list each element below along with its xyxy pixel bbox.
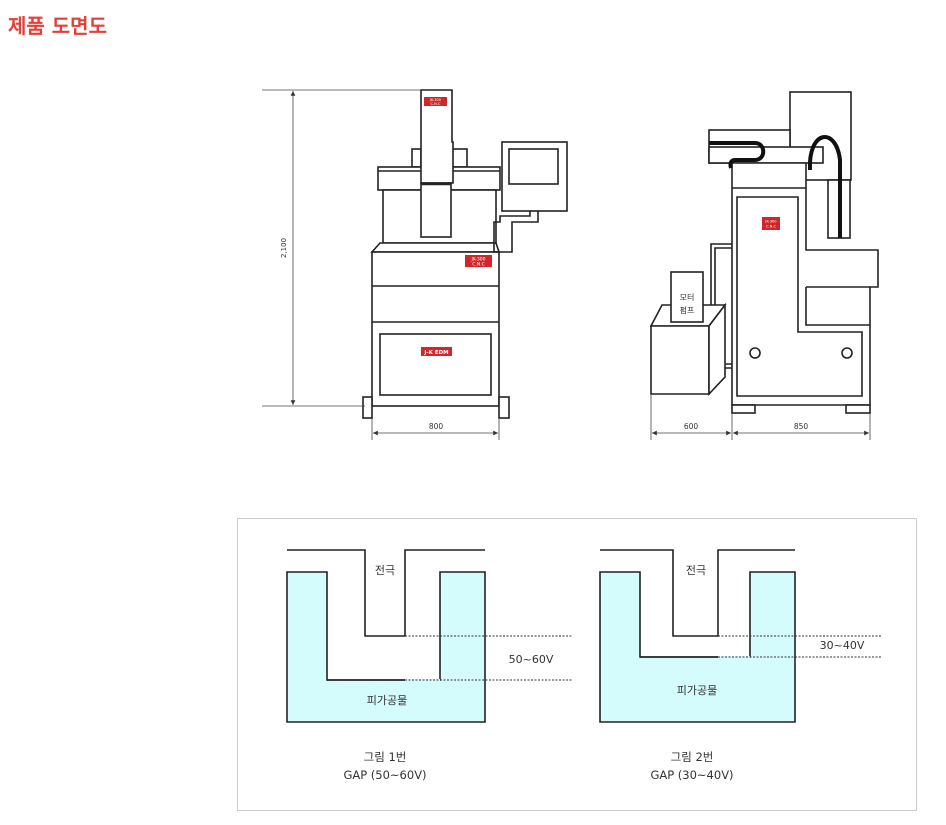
pump-label: 모터	[680, 293, 695, 302]
svg-text:JK-300: JK-300	[764, 220, 777, 224]
svg-text:그림 2번: 그림 2번	[671, 750, 714, 764]
front-view-machine: JK-300 C.N.C JK-300 C.N.C J-K EDM	[362, 89, 568, 419]
svg-text:GAP (50~60V): GAP (50~60V)	[343, 768, 426, 782]
depth-dimensions: 600 850	[650, 394, 871, 440]
svg-text:800: 800	[429, 422, 444, 431]
svg-text:그림 1번: 그림 1번	[364, 750, 407, 764]
svg-text:JK-300: JK-300	[470, 257, 485, 263]
svg-text:50~60V: 50~60V	[509, 653, 554, 666]
svg-text:전극: 전극	[375, 564, 395, 577]
panel-badge: J-K EDM	[421, 347, 452, 356]
svg-text:GAP (30~40V): GAP (30~40V)	[650, 768, 733, 782]
svg-text:850: 850	[794, 422, 809, 431]
body-badge: JK-300 C.N.C	[465, 255, 492, 268]
svg-text:30~40V: 30~40V	[820, 639, 865, 652]
svg-text:2,100: 2,100	[280, 238, 288, 258]
svg-text:600: 600	[684, 422, 699, 431]
svg-text:J-K EDM: J-K EDM	[423, 350, 448, 356]
gap-diagram-panel	[237, 518, 917, 811]
svg-text:C.N.C: C.N.C	[431, 102, 441, 106]
svg-text:전극: 전극	[686, 564, 706, 577]
gap-figure-2: 전극 피가공물 30~40V 그림 2번 GAP (30~40V)	[599, 549, 882, 782]
gap-figure-1: 전극 피가공물 50~60V 그림 1번 GAP (50~60V)	[286, 549, 572, 782]
width-dimension: 800	[371, 418, 500, 440]
side-view-machine: 모터 펌프 JK-300 C.N.C	[649, 91, 879, 414]
page-title: 제품 도면도	[8, 14, 107, 38]
svg-text:C.N.C: C.N.C	[472, 262, 485, 268]
svg-text:펌프: 펌프	[680, 305, 695, 315]
column-badge: JK-300 C.N.C	[424, 97, 447, 106]
height-dimension: 2,100	[262, 89, 421, 407]
svg-text:C.N.C: C.N.C	[766, 225, 776, 229]
svg-text:피가공물: 피가공물	[677, 684, 717, 697]
svg-text:JK-300: JK-300	[429, 98, 442, 102]
svg-text:피가공물: 피가공물	[367, 694, 407, 707]
side-badge: JK-300 C.N.C	[762, 217, 780, 230]
